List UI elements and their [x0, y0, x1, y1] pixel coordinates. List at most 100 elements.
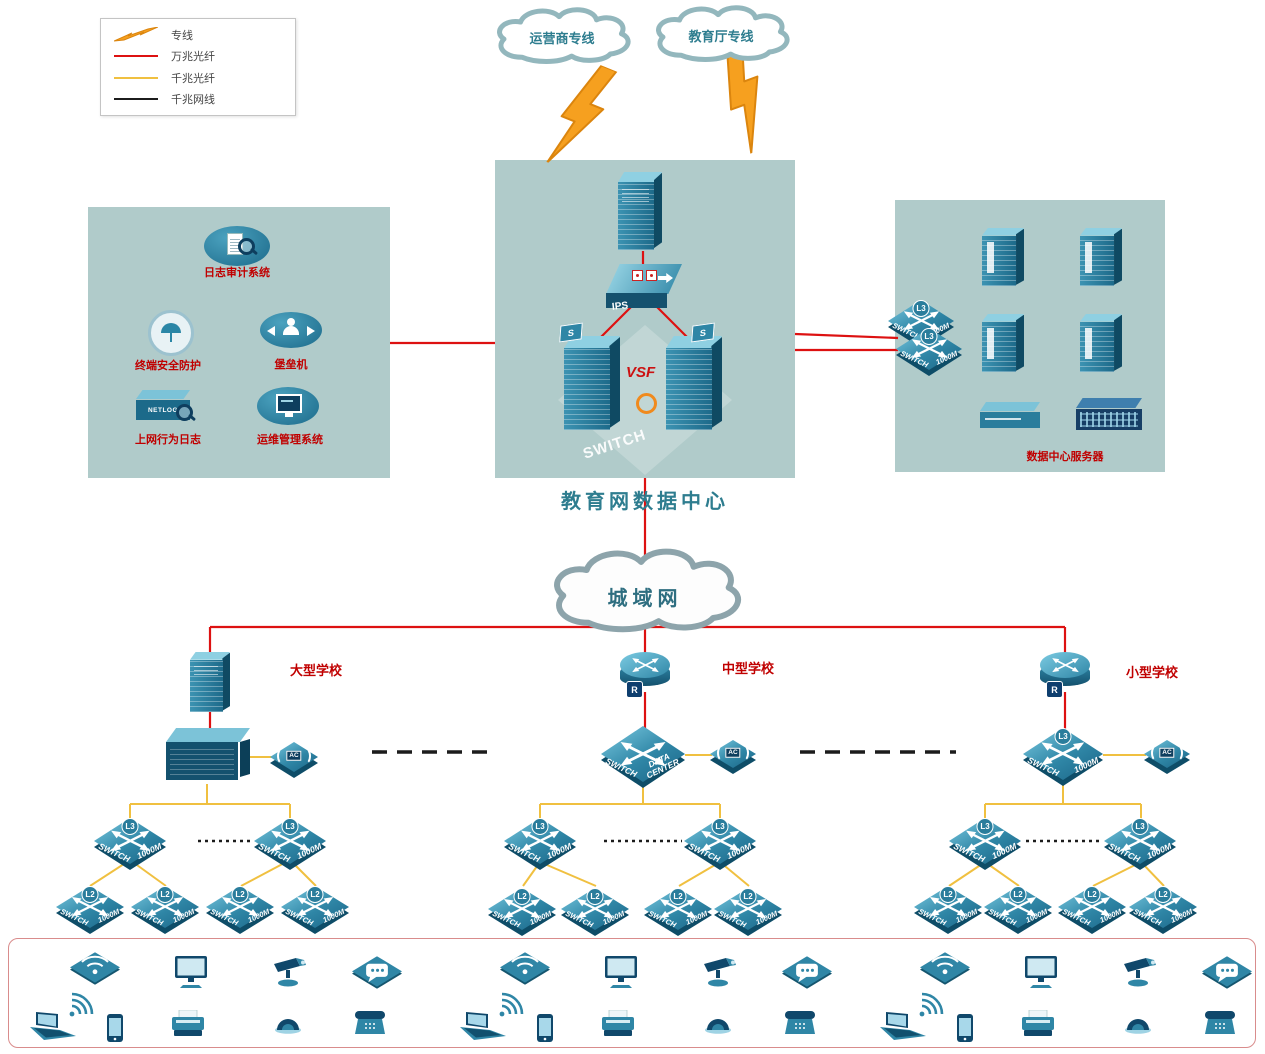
messaging-icon — [1202, 956, 1252, 989]
legend: 专线 万兆光纤 千兆光纤 千兆网线 — [100, 18, 296, 116]
datacenter-server-tower — [1080, 228, 1122, 286]
dome-camera-icon — [274, 1014, 302, 1034]
s-flag-left: S — [559, 322, 583, 343]
netlog-label: 上网行为日志 — [135, 434, 201, 446]
medium-school-terminals — [458, 948, 828, 1048]
laptop-icon — [30, 1010, 76, 1040]
printer-icon — [600, 1010, 638, 1038]
datacenter-title: 教育网数据中心 — [561, 491, 729, 513]
cloud-label: 城域网 — [607, 588, 683, 611]
small-school-core-switch: L3 SWITCH 1000M — [1023, 728, 1103, 786]
large-school-terminals — [28, 948, 398, 1048]
l3-switch: L3 SWITCH 1000M — [949, 818, 1021, 870]
server-zone-l3-switch-bottom: L3 SWITCH 1000M — [896, 328, 962, 376]
ips-appliance: IPS — [606, 264, 682, 314]
ac-label: AC — [725, 747, 741, 759]
endpoint-protection-label: 终端安全防护 — [135, 360, 201, 372]
signal-arc-icon — [300, 747, 311, 765]
education-line-cloud: 教育厅专线 — [645, 4, 797, 68]
arrow-right-icon — [306, 325, 315, 336]
bastion-host-label: 堡垒机 — [274, 359, 308, 371]
l2-badge: L2 — [586, 888, 604, 905]
stack-link-icon — [636, 393, 657, 414]
messaging-icon — [352, 956, 402, 989]
router-top — [1040, 652, 1090, 678]
l3-badge: L3 — [1131, 818, 1149, 835]
log-audit-label: 日志审计系统 — [204, 267, 270, 279]
l2-switch: L2 SWITCH 1000M — [914, 886, 982, 934]
tower-front-face — [666, 348, 712, 430]
l3-badge: L3 — [920, 328, 938, 345]
l2-switch: L2 SWITCH 1000M — [984, 886, 1052, 934]
signal-arc-icon — [717, 744, 728, 762]
l2-badge: L2 — [739, 888, 757, 905]
messaging-icon — [782, 956, 832, 989]
large-school-label: 大型学校 — [290, 663, 343, 678]
ips-front-face — [606, 293, 667, 308]
ops-management-label: 运维管理系统 — [257, 434, 323, 446]
carrier-line-cloud: 运营商专线 — [486, 6, 638, 70]
lightning-bolt-carrier — [542, 58, 620, 175]
monitor-icon — [276, 394, 302, 417]
chassis-side-face — [239, 739, 250, 777]
l2-switch: L2 SWITCH 1000M — [206, 886, 274, 934]
arrow-left-icon — [267, 325, 276, 336]
l3-badge: L3 — [711, 818, 729, 835]
l3-switch: L3 SWITCH 1000M — [254, 818, 326, 870]
log-audit-icon — [204, 226, 270, 266]
tower-side-face — [609, 336, 620, 429]
legend-label: 千兆光纤 — [171, 72, 215, 85]
signal-arc-icon — [738, 744, 749, 762]
ac-label: AC — [286, 750, 302, 762]
datacenter-server-tower — [1080, 314, 1122, 372]
legend-label: 万兆光纤 — [171, 51, 215, 64]
large-school-core-chassis — [166, 728, 250, 780]
telephone-icon — [784, 1010, 816, 1036]
legend-row-10g: 万兆光纤 — [113, 48, 283, 64]
vsf-label: VSF — [626, 364, 656, 381]
ptz-camera-icon — [702, 956, 738, 988]
ptz-camera-icon — [272, 956, 308, 988]
l2-badge: L2 — [1009, 886, 1027, 903]
terminal-devices-strip — [8, 938, 1256, 1048]
l3-switch: L3 SWITCH 1000M — [684, 818, 756, 870]
datacenter-server-tower — [982, 228, 1024, 286]
l2-switch: L2 SWITCH 1000M — [1058, 886, 1126, 934]
dome-camera-icon — [1124, 1014, 1152, 1034]
lightning-icon — [113, 26, 159, 43]
legend-label: 专线 — [171, 29, 193, 42]
medium-school-ac-controller: AC — [710, 740, 756, 774]
s-flag-right: S — [691, 322, 715, 343]
medium-school-datacenter-switch: SWITCH DATA CENTER — [601, 726, 685, 788]
smartphone-icon — [956, 1014, 974, 1042]
cloud-label: 运营商专线 — [529, 30, 595, 46]
l2-badge: L2 — [1154, 886, 1172, 903]
ips-arrow-icon — [658, 273, 673, 283]
vsf-core-switch-left — [564, 336, 620, 430]
signal-arc-icon — [1172, 744, 1183, 762]
red-line-icon — [113, 55, 159, 58]
bastion-host-icon — [260, 312, 322, 348]
legend-row-cat: 千兆网线 — [113, 91, 283, 107]
l2-switch: L2 SWITCH 1000M — [281, 886, 349, 934]
black-line-icon — [113, 98, 159, 101]
printer-icon — [1020, 1010, 1058, 1038]
yellow-line-icon — [113, 76, 159, 79]
storage-appliance — [980, 402, 1040, 428]
wireless-ap-icon — [920, 952, 970, 985]
tower-front-face — [564, 348, 610, 430]
l3-switch: L3 SWITCH 1000M — [1104, 818, 1176, 870]
l3-badge: L3 — [531, 818, 549, 835]
telephone-icon — [1204, 1010, 1236, 1036]
chassis-top-face — [166, 728, 250, 742]
tower-front-face — [618, 182, 655, 250]
person-icon — [283, 318, 299, 336]
wireless-ap-icon — [70, 952, 120, 985]
wireless-ap-icon — [500, 952, 550, 985]
legend-row-dedicated: 专线 — [113, 26, 283, 43]
cloud-label: 教育厅专线 — [688, 28, 754, 44]
large-school-gateway-tower — [190, 652, 230, 712]
l2-badge: L2 — [81, 886, 99, 903]
l3-badge: L3 — [281, 818, 299, 835]
dome-camera-icon — [704, 1014, 732, 1034]
